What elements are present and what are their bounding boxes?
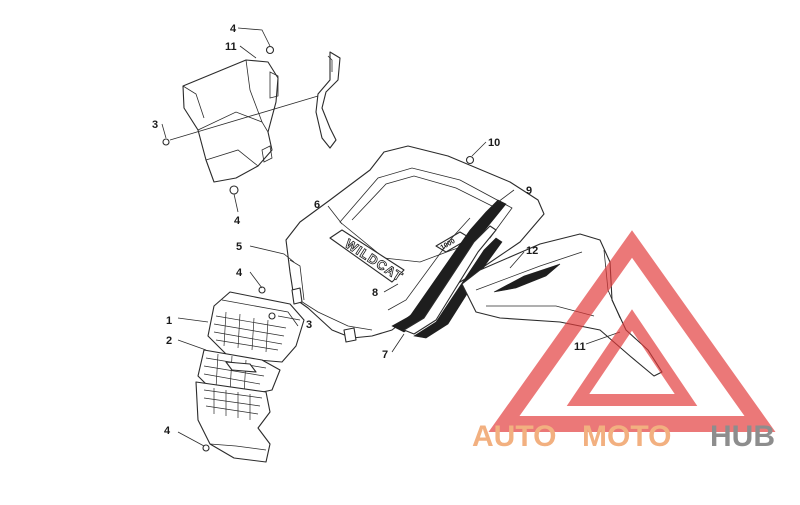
front-grille-upper — [207, 291, 305, 363]
watermark-word-auto: AUTO — [472, 420, 556, 453]
screw-front — [268, 312, 276, 320]
right-fender — [461, 233, 663, 377]
bracket-strip — [315, 51, 341, 149]
callout-3-front: 3 — [306, 319, 312, 331]
watermark-word-hub: HUB — [710, 420, 775, 453]
callout-4-mid: 4 — [234, 215, 241, 227]
leader-lines — [161, 27, 621, 447]
callout-11-top: 11 — [225, 41, 237, 53]
callout-5: 5 — [236, 241, 242, 253]
callout-6: 6 — [314, 199, 320, 211]
callout-4-top: 4 — [230, 23, 237, 35]
automotohub-watermark: AUTO MOTO HUB — [472, 230, 776, 453]
callout-labels: 4 11 3 4 6 10 9 5 4 8 12 1 2 3 7 11 4 — [152, 23, 586, 437]
nut-mid — [229, 185, 239, 195]
callout-7: 7 — [382, 349, 388, 361]
callout-4-hood: 4 — [236, 267, 243, 279]
upper-side-panel — [182, 59, 279, 183]
callout-12: 12 — [526, 245, 538, 257]
callout-11-right: 11 — [574, 341, 586, 353]
fasteners — [162, 45, 475, 320]
hood-side-decal — [387, 199, 507, 339]
watermark-triangle-inner — [566, 309, 698, 406]
callout-8: 8 — [372, 287, 378, 299]
callout-9: 9 — [526, 185, 532, 197]
front-hood — [285, 145, 545, 343]
rivet-top — [265, 45, 275, 55]
rivet-hood — [258, 286, 266, 294]
callout-10: 10 — [488, 137, 500, 149]
screw-left — [162, 138, 170, 146]
watermark-word-moto: MOTO — [582, 420, 671, 453]
callout-4-bottom: 4 — [164, 425, 171, 437]
front-fascia — [195, 381, 271, 463]
callout-1: 1 — [166, 315, 172, 327]
callout-3-left: 3 — [152, 119, 158, 131]
watermark-triangle-outer — [488, 230, 776, 432]
callout-2: 2 — [166, 335, 172, 347]
rivet-right — [465, 155, 475, 165]
